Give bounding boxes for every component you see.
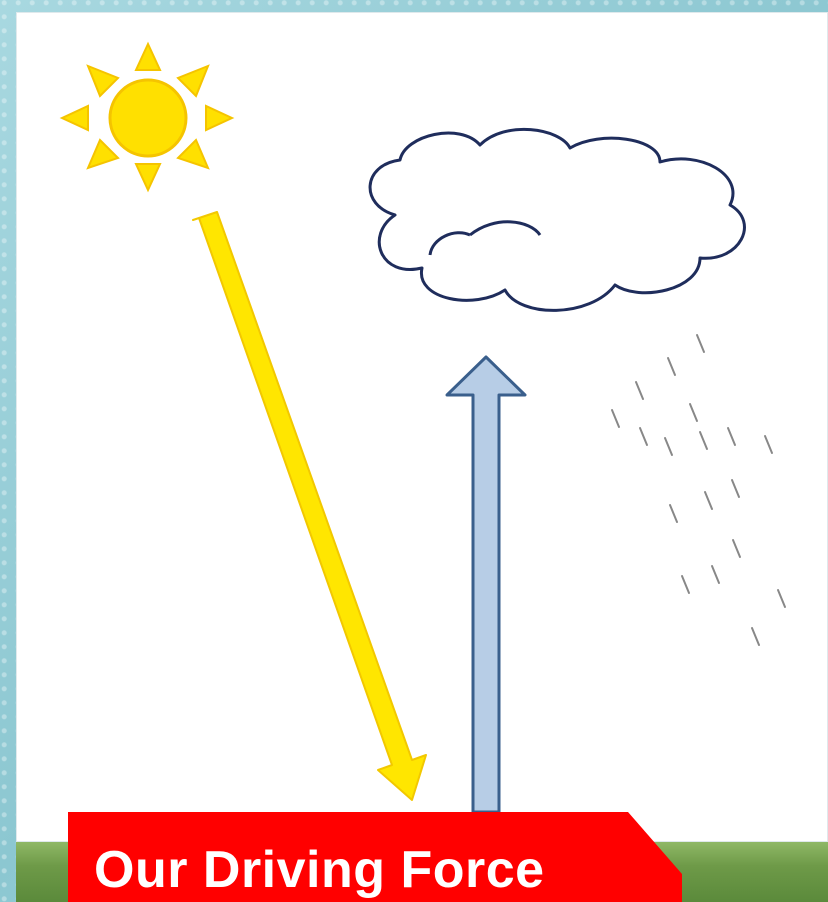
sunlight-arrow-icon — [193, 212, 426, 800]
rain-icon — [612, 335, 785, 645]
title-banner: Our Driving Force — [68, 812, 682, 902]
banner-title: Our Driving Force — [94, 844, 545, 896]
evaporation-arrow-icon — [447, 357, 525, 812]
cloud-icon — [370, 129, 744, 310]
sun-icon — [62, 44, 232, 190]
